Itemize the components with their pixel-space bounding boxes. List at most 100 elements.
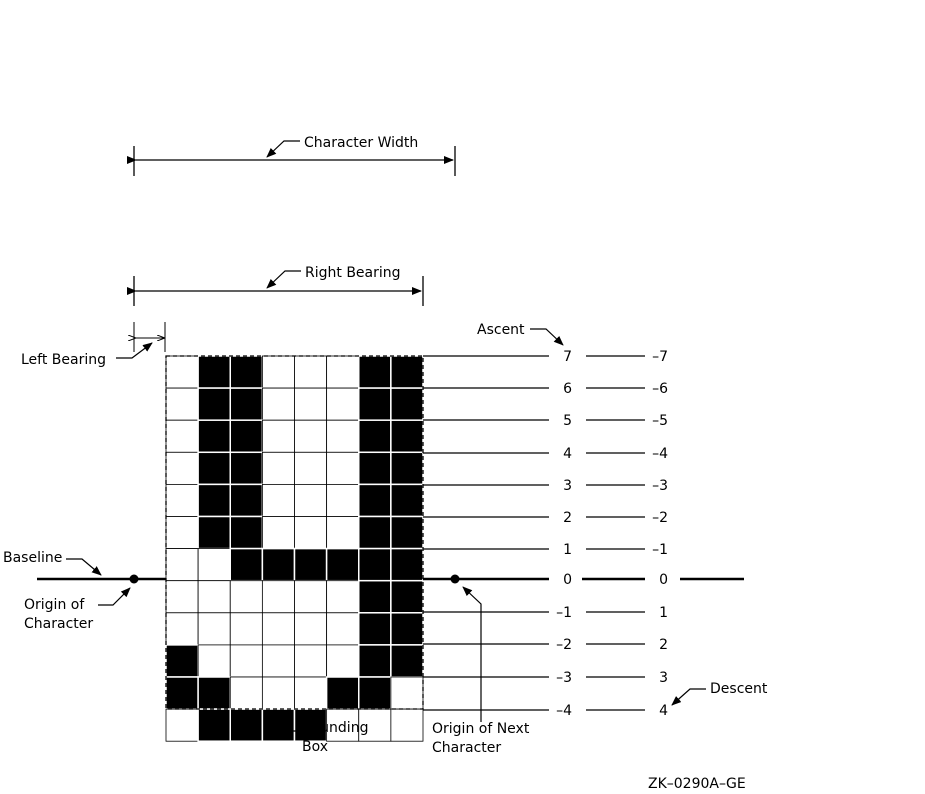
origin-of-character: Origin of Character <box>24 574 139 632</box>
glyph-grid <box>165 355 424 742</box>
bounding-box-callout: Bounding Box <box>265 712 368 755</box>
glyph-pixel-on <box>229 355 264 389</box>
row-label-left: 6 <box>563 381 572 397</box>
glyph-pixel-on <box>229 419 264 454</box>
row-label-left: 3 <box>563 478 572 494</box>
glyph-pixel-off <box>294 580 328 614</box>
glyph-pixel-off <box>261 676 295 710</box>
glyph-pixel-off <box>261 612 295 646</box>
glyph-pixel-off <box>326 419 360 453</box>
glyph-pixel-on <box>197 708 231 742</box>
glyph-pixel-off <box>165 483 199 517</box>
left-bearing-dimension: Left Bearing <box>21 322 166 368</box>
glyph-pixel-off <box>165 612 199 646</box>
row-label-right: –5 <box>652 413 668 429</box>
glyph-pixel-on <box>197 676 231 710</box>
row-label-left: 5 <box>563 413 572 429</box>
glyph-pixel-on <box>165 644 199 678</box>
glyph-pixel-off <box>294 387 328 421</box>
glyph-pixel-off <box>294 516 328 549</box>
left-bearing-label: Left Bearing <box>21 352 106 368</box>
character-width-dimension: Character Width <box>127 135 456 176</box>
glyph-pixel-on <box>390 579 424 614</box>
glyph-pixel-on <box>165 676 199 710</box>
glyph-pixel-on <box>390 612 424 646</box>
descent-callout: Descent <box>671 681 768 706</box>
right-bearing-label: Right Bearing <box>305 265 401 281</box>
glyph-pixel-off <box>165 548 199 582</box>
glyph-pixel-off <box>261 516 295 549</box>
glyph-pixel-on <box>197 419 231 454</box>
glyph-pixel-on <box>358 515 392 550</box>
glyph-pixel-off <box>326 612 360 646</box>
glyph-pixel-off <box>165 451 199 485</box>
glyph-pixel-on <box>229 708 264 742</box>
glyph-pixel-off <box>229 612 263 646</box>
glyph-pixel-off <box>165 387 199 421</box>
origin-of-character-label-1: Origin of <box>24 597 85 613</box>
row-label-left: –2 <box>556 637 572 653</box>
glyph-pixel-on <box>358 612 392 646</box>
glyph-pixel-on <box>358 419 392 454</box>
glyph-pixel-on <box>390 419 424 454</box>
glyph-pixel-on <box>293 708 328 742</box>
glyph-pixel-off <box>390 676 424 710</box>
glyph-pixel-off <box>294 676 328 710</box>
origin-next-label-2: Character <box>432 740 501 756</box>
glyph-pixel-off <box>229 580 263 614</box>
glyph-pixel-on <box>229 451 264 486</box>
character-width-label: Character Width <box>304 135 418 151</box>
glyph-pixel-off <box>326 516 360 549</box>
glyph-pixel-off <box>294 355 328 389</box>
glyph-pixel-on <box>390 515 424 550</box>
glyph-pixel-off <box>165 419 199 453</box>
ascent-label: Ascent <box>477 322 525 338</box>
glyph-pixel-on <box>293 547 328 582</box>
glyph-pixel-on <box>358 451 392 486</box>
glyph-pixel-off <box>197 548 231 582</box>
next-origin-dot <box>450 574 460 584</box>
glyph-pixel-on <box>229 483 264 518</box>
glyph-pixel-on <box>229 515 264 550</box>
origin-of-character-label-2: Character <box>24 616 93 632</box>
glyph-pixel-off <box>165 516 199 549</box>
baseline-label: Baseline <box>3 550 62 566</box>
glyph-pixel-off <box>294 419 328 453</box>
glyph-pixel-on <box>229 387 264 421</box>
row-label-left: 4 <box>563 446 572 462</box>
bounding-box-label-1: Bounding <box>302 720 368 736</box>
glyph-pixel-off <box>326 483 360 517</box>
glyph-pixel-off <box>197 580 231 614</box>
glyph-pixel-off <box>294 483 328 517</box>
row-label-left: –3 <box>556 670 572 686</box>
glyph-pixel-on <box>358 483 392 518</box>
origin-of-next-character: Origin of Next Character <box>432 574 530 756</box>
glyph-pixel-off <box>261 580 295 614</box>
glyph-pixel-on <box>325 676 360 710</box>
glyph-pixel-on <box>197 355 231 389</box>
glyph-pixel-off <box>197 612 231 646</box>
glyph-pixel-on <box>390 451 424 486</box>
glyph-pixel-off <box>326 355 360 389</box>
glyph-pixel-on <box>197 451 231 486</box>
glyph-pixel-off <box>390 708 424 742</box>
row-label-right: –3 <box>652 478 668 494</box>
glyph-pixel-on <box>229 547 264 582</box>
glyph-pixel-on <box>197 515 231 550</box>
glyph-pixel-on <box>390 483 424 518</box>
glyph-pixel-on <box>390 644 424 678</box>
row-label-left: –1 <box>556 605 572 621</box>
glyph-pixel-off <box>165 580 199 614</box>
glyph-pixel-off <box>358 708 392 742</box>
row-label-left: 2 <box>563 510 572 526</box>
glyph-pixel-on <box>390 355 424 389</box>
glyph-pixel-off <box>229 676 263 710</box>
figure-id: ZK–0290A–GE <box>648 776 746 792</box>
row-label-right: –2 <box>652 510 668 526</box>
glyph-pixel-off <box>229 644 263 678</box>
glyph-pixel-on <box>197 387 231 421</box>
row-label-right: –6 <box>652 381 668 397</box>
glyph-pixel-on <box>358 676 392 710</box>
glyph-pixel-off <box>261 419 295 453</box>
